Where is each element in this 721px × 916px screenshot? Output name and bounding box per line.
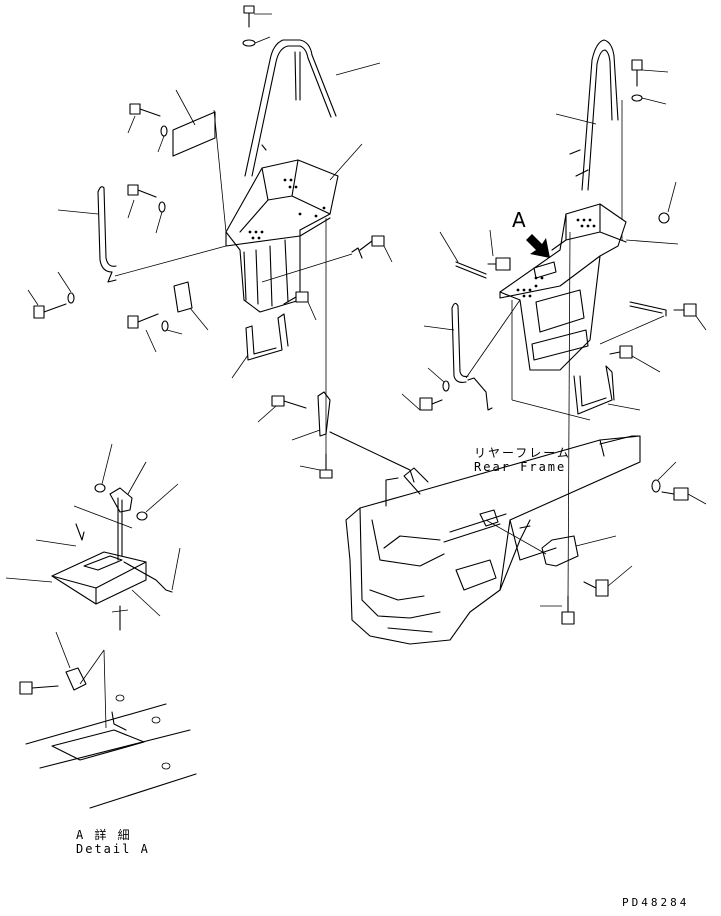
mount-bracket-left: [245, 313, 289, 361]
view-arrow-a: [526, 234, 550, 258]
right-step-assembly: [401, 39, 707, 625]
cover-plate-left: [173, 281, 193, 313]
grab-handle-right: [451, 302, 493, 411]
nut-right: [658, 181, 677, 224]
grab-handle-left: [97, 186, 117, 283]
frame-bracket-right: [541, 535, 579, 567]
detail-label-jp: A 詳 細: [76, 828, 132, 842]
detail-label-en: Detail A: [76, 842, 150, 856]
mount-bracket-right: [573, 365, 615, 415]
detail-a-upper: [5, 443, 181, 631]
bolt-pair-upper: [127, 103, 168, 153]
bolt-left-lower-right: [401, 367, 450, 411]
handrail-left: [244, 39, 337, 177]
step-holes-right: [516, 218, 596, 298]
step-body-left: [225, 159, 339, 313]
detail-a-lower: [19, 631, 197, 809]
bolt-top-left: [243, 5, 272, 28]
rear-frame-label-en: Rear Frame: [474, 460, 567, 474]
bolt-lower-right: [583, 565, 633, 597]
bracket-plate: [172, 111, 216, 157]
bolt-mid-right: [609, 345, 661, 373]
washer-top-left: [242, 39, 256, 47]
rear-frame-label-jp: リヤーフレーム: [474, 446, 571, 460]
bolt-right-middle: [283, 291, 317, 321]
pin-right: [455, 261, 487, 279]
clip-bracket-left: [291, 391, 331, 441]
step-body-right: [499, 203, 627, 371]
handrail-right: [569, 39, 619, 191]
rear-frame: [329, 431, 641, 645]
bolt-top-right: [621, 59, 669, 240]
bolt-vertical-bottom: [540, 595, 575, 625]
step-holes-left: [248, 178, 326, 240]
bolt-mid-left: [257, 395, 307, 423]
bolt-pair-middle: [127, 184, 166, 234]
left-step-assembly: [27, 5, 393, 479]
pin-right-long: [629, 301, 667, 317]
bolt-right-pin: [673, 303, 707, 331]
bolt-far-right: [651, 461, 707, 505]
view-marker-label: A: [512, 208, 526, 232]
bolt-lower-left: [127, 313, 183, 353]
bolt-step-right: [487, 229, 511, 271]
drawing-code: PD48284: [622, 896, 690, 909]
bolt-far-left: [27, 271, 75, 319]
arrow-down-right-icon: [526, 234, 550, 258]
bolt-vertical-low: [299, 453, 333, 479]
bolt-right-upper: [351, 235, 393, 263]
